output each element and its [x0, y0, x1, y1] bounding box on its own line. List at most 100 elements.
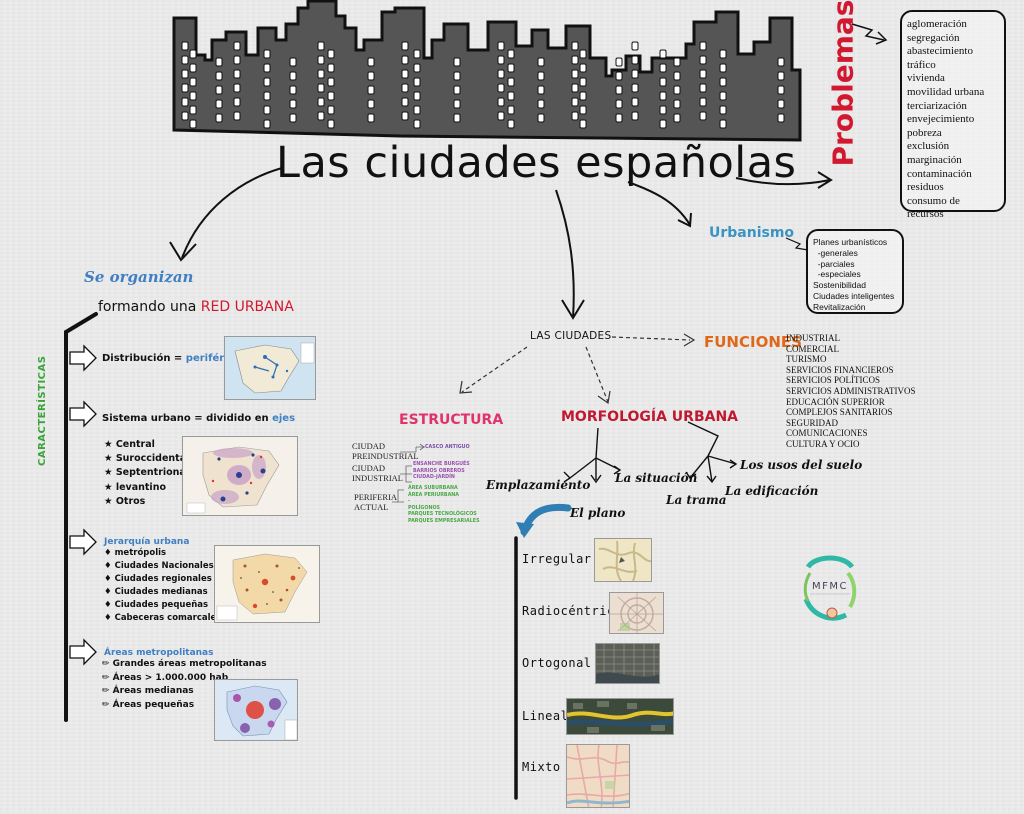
map-areas [214, 679, 298, 741]
trama-label: La trama [666, 493, 727, 507]
urbanismo-heading: Urbanismo [709, 225, 795, 241]
edificacion-label: La edificación [725, 484, 819, 498]
list-item: ENSANCHE BURGUÉS [413, 462, 470, 467]
list-item: CIUDAD-JARDÍN [413, 475, 455, 480]
list-item: - [408, 499, 410, 504]
list-item: SERVICIOS POLÍTICOS [786, 375, 881, 386]
se-organizan-label: Se organizan [84, 268, 194, 286]
casco-antiguo-tag: CASCO ANTIGUO [425, 445, 470, 450]
map-ortogonal [595, 643, 660, 684]
list-item: COMUNICACIONES [786, 428, 868, 439]
list-item: vivienda [907, 72, 945, 85]
bullet-arrows [69, 344, 97, 666]
list-item: movilidad urbana [907, 85, 985, 98]
list-item: consumo de recursos [907, 194, 960, 221]
list-item: Ciudades inteligentes [813, 290, 895, 301]
list-item: ♦ Ciudades Nacionales [104, 561, 214, 571]
list-item: ★ Otros [104, 495, 146, 507]
jerarquia-list: ♦ metrópolis ♦ Ciudades Nacionales ♦ Ciuda… [104, 547, 221, 625]
plano-irregular-label: Irregular [522, 552, 592, 566]
areas-heading: Áreas metropolitanas [104, 648, 214, 658]
list-item: terciarización [907, 99, 967, 112]
plano-mixto-label: Mixto [522, 760, 561, 774]
problemas-heading: Problemas [826, 0, 860, 167]
list-item: POLÍGONOS [408, 505, 440, 511]
logo-icon: MFMC [803, 555, 857, 621]
emplazamiento-label: Emplazamiento [486, 478, 591, 492]
el-plano-label: El plano [570, 506, 626, 520]
mfmc-logo: MFMC [800, 553, 860, 625]
list-item: Sostenibilidad [813, 280, 866, 291]
list-item: pobreza [907, 126, 942, 139]
list-item: aglomeración [907, 18, 967, 30]
list-item: ✏ Áreas medianas [102, 686, 194, 696]
list-item: PARQUES TECNOLÓGICOS [408, 512, 477, 517]
list-item: ♦ Cabeceras comarcales [104, 613, 222, 623]
map-lineal [566, 698, 674, 735]
list-item: Revitalización [813, 301, 866, 312]
list-item: SERVICIOS FINANCIEROS [786, 364, 894, 375]
estructura-heading: ESTRUCTURA [399, 412, 504, 428]
city-skyline-illustration [172, 0, 802, 142]
list-item: ÁREA PERIURBANA [408, 492, 460, 498]
list-item: segregación [907, 31, 960, 44]
situacion-label: La situación [615, 471, 698, 485]
list-item: ÁREA SUBURBANA [408, 486, 458, 491]
list-item: -generales [813, 247, 858, 258]
list-item: residuos [907, 181, 944, 194]
list-item: -especiales [813, 269, 861, 280]
list-item: PARQUES EMPRESARIALES [408, 518, 480, 524]
map-radiocentrico [609, 592, 664, 634]
list-item: ★ Septentrional [104, 467, 190, 479]
list-item: -parciales [813, 258, 855, 269]
list-item: ★ Central [104, 439, 155, 450]
list-item: marginación [907, 153, 962, 166]
map-irregular [594, 538, 652, 582]
list-item: SEGURIDAD [786, 417, 839, 428]
list-item: exclusión [907, 140, 950, 153]
plano-lineal-label: Lineal [522, 709, 569, 723]
list-item: ✏ Áreas pequeñas [102, 699, 195, 710]
list-item: abastecimiento [907, 45, 973, 58]
list-item: Planes urbanísticos [813, 237, 888, 247]
distribucion-label: Distribución = periférica [102, 353, 241, 364]
ejes-list: ★ Central ★ Suroccidental ★ Septentrional ★… [104, 438, 189, 509]
plano-radiocentrico-label: Radiocéntrico [522, 604, 623, 618]
list-item: ♦ Ciudades pequeñas [104, 600, 209, 610]
list-item: INDUSTRIAL [786, 333, 840, 343]
page-title: Las ciudades españolas [276, 138, 797, 188]
map-jerarquia [214, 545, 320, 623]
map-ejes [182, 436, 298, 516]
caracteristicas-label: CARACTERÍSTICAS [37, 355, 48, 466]
list-item: ✏ Grandes áreas metropolitanas [102, 659, 267, 669]
morfologia-heading: MORFOLOGÍA URBANA [561, 409, 739, 425]
jerarquia-heading: Jerarquía urbana [104, 537, 190, 547]
list-item: EDUCACIÓN SUPERIOR [786, 396, 885, 407]
plano-ortogonal-label: Ortogonal [522, 656, 592, 670]
list-item: envejecimiento [907, 113, 975, 126]
urbanismo-box: Planes urbanísticos -generales -parciale… [806, 229, 904, 314]
funciones-heading: FUNCIONES [704, 333, 802, 351]
list-item: CULTURA Y OCIO [786, 438, 860, 449]
list-item: COMPLEJOS SANITARIOS [786, 407, 893, 418]
list-item: contaminación [907, 167, 972, 180]
red-urbana-label: formando una RED URBANA [98, 299, 294, 315]
list-item: ★ Suroccidental [104, 453, 190, 465]
map-distribucion [224, 336, 316, 400]
list-item: COMERCIAL [786, 343, 840, 354]
list-item: tráfico [907, 58, 936, 71]
list-item: ✏ Áreas > 1.000.000 hab [102, 672, 229, 683]
sistema-urbano-label: Sistema urbano = dividido en ejes [102, 413, 296, 424]
list-item: SERVICIOS ADMINISTRATIVOS [786, 385, 916, 396]
areas-list: ✏ Grandes áreas metropolitanas ✏ Áreas > … [102, 658, 267, 712]
list-item: ♦ metrópolis [104, 548, 167, 558]
svg-text:MFMC: MFMC [812, 581, 848, 592]
list-item: TURISMO [786, 354, 827, 365]
list-item: BARRIOS OBREROS [413, 468, 465, 474]
